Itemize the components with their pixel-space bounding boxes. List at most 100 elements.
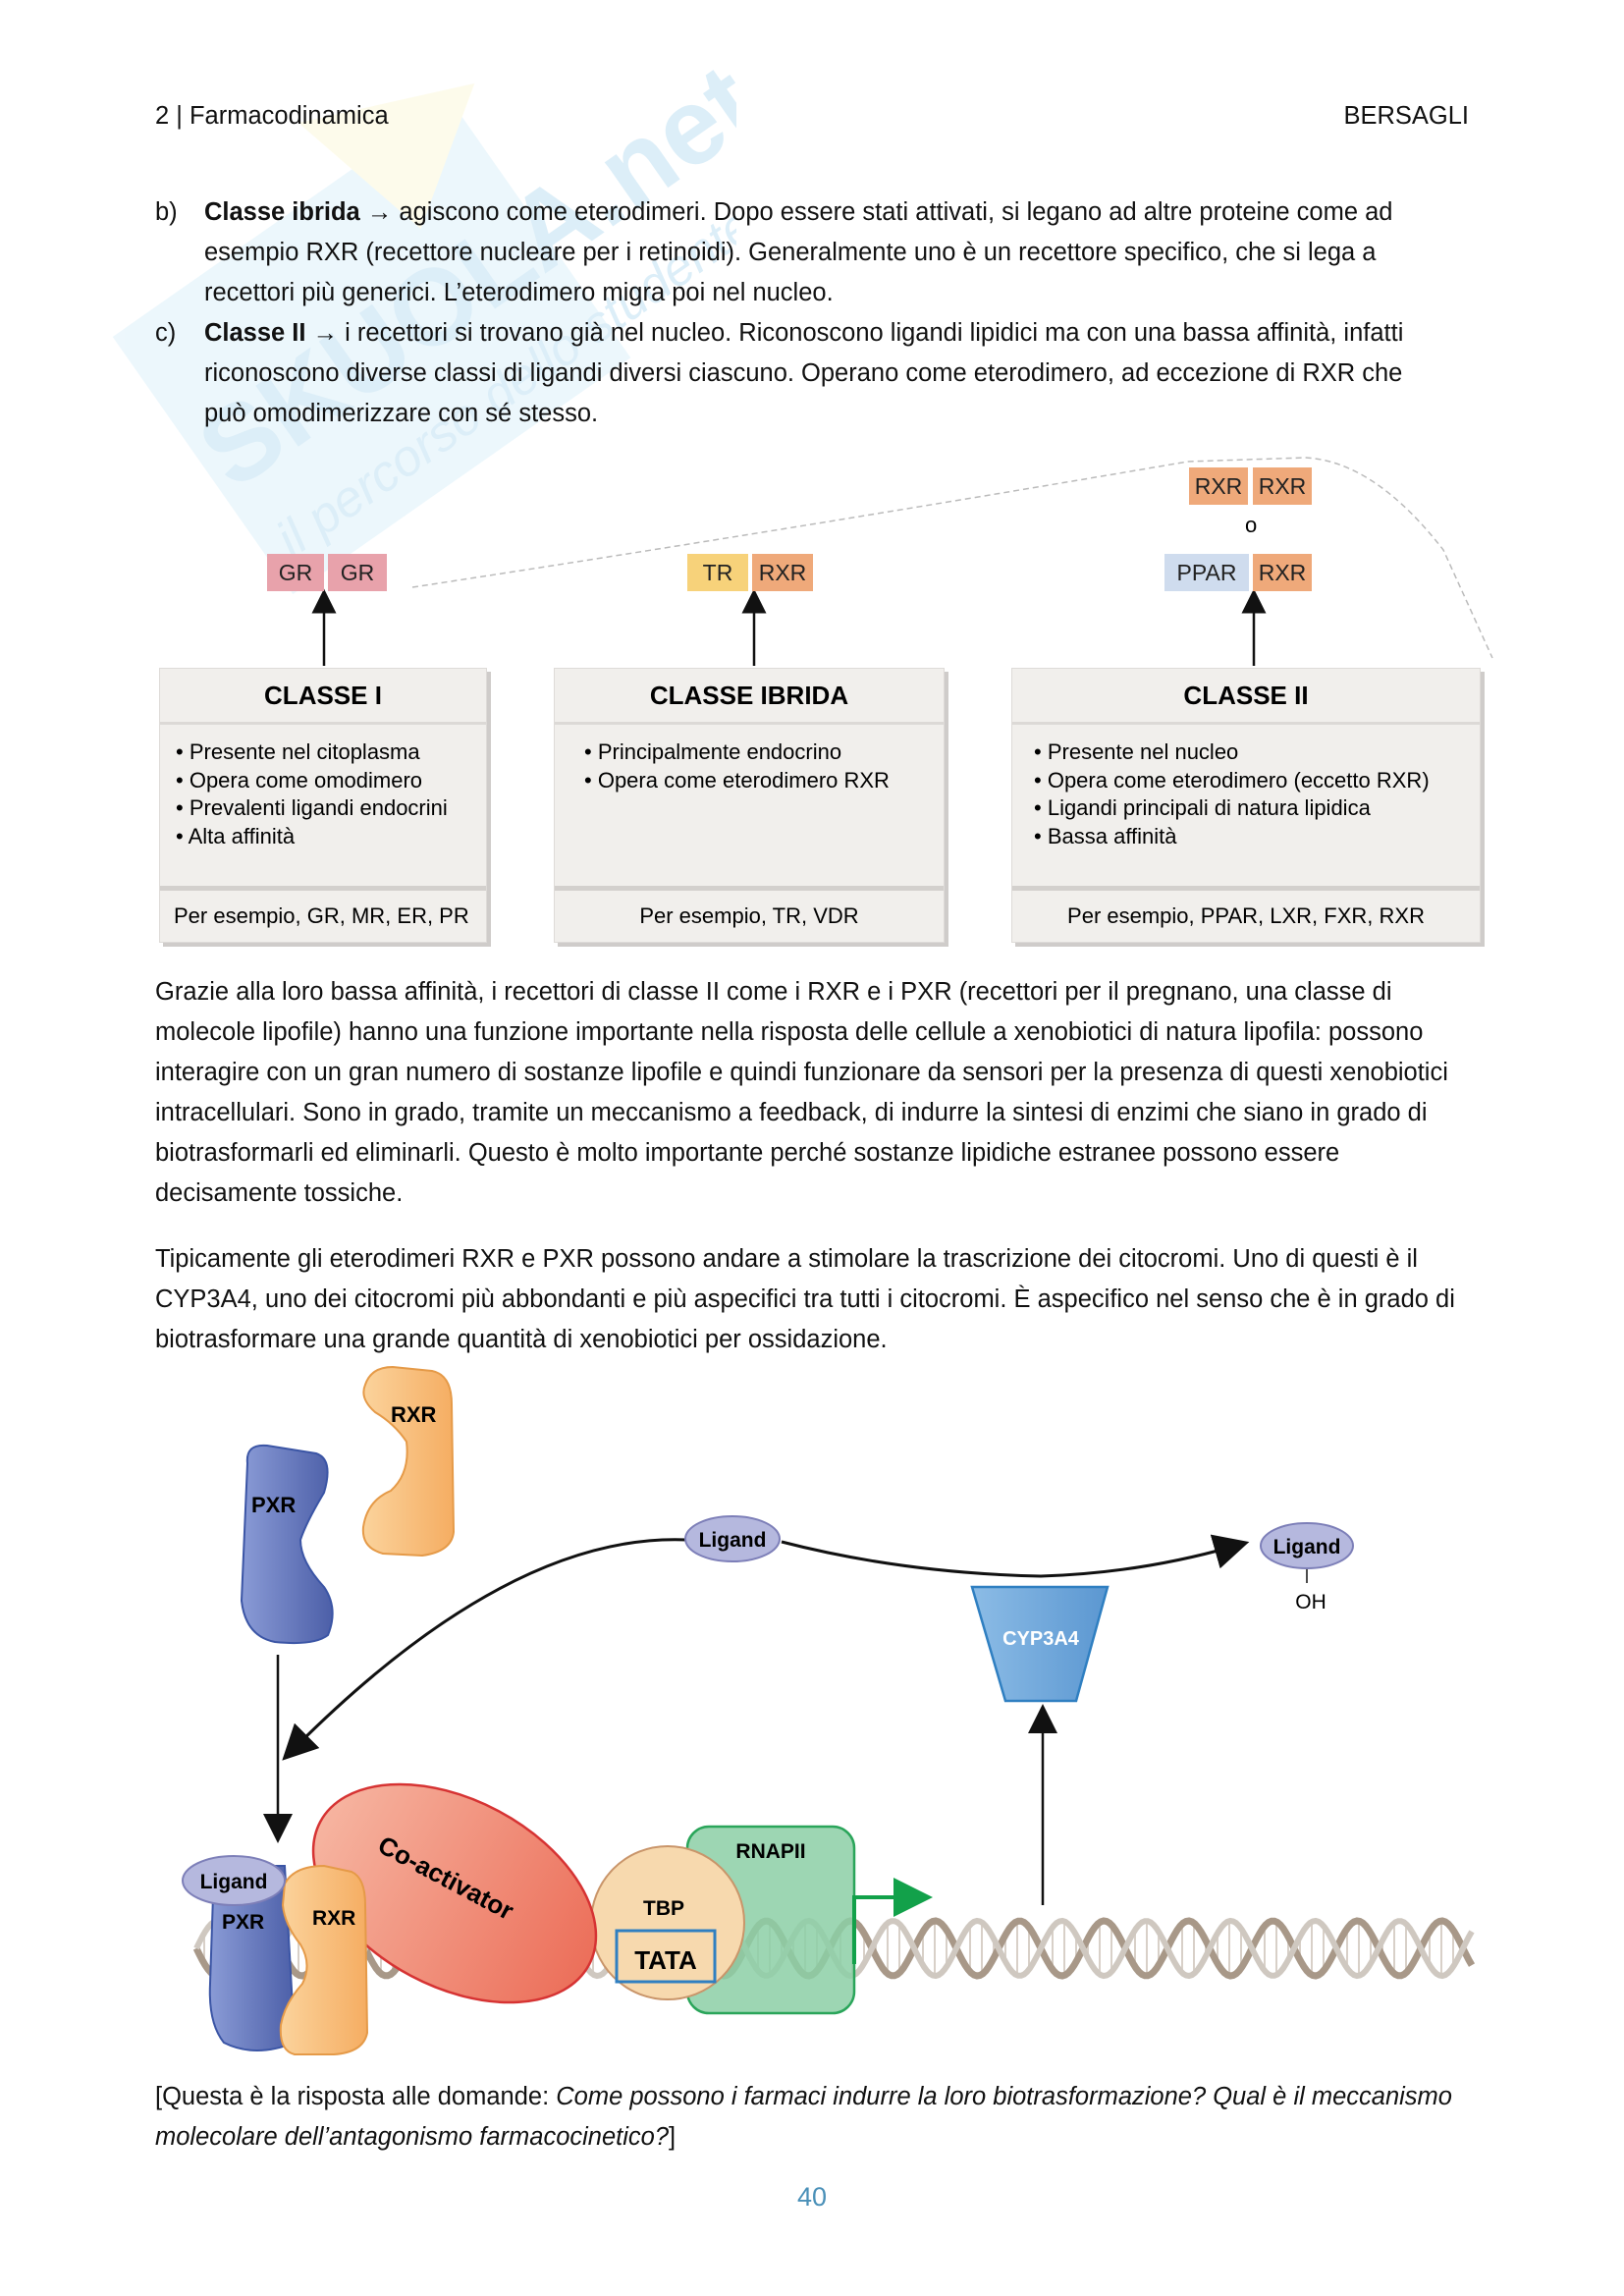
pxr-mechanism-diagram: PXR RXR Ligand Ligand OH CYP3A4 RNAPII T…: [182, 1365, 1476, 2055]
pxr-label: PXR: [251, 1493, 296, 1517]
list-item-text: agiscono come eterodimeri. Dopo essere s…: [392, 198, 1393, 226]
class-card-classe-ibrida: CLASSE IBRIDA • Principalmente endocrino…: [554, 668, 945, 943]
pxr-protein-free: [240, 1444, 334, 1645]
bullet-icon: •: [1034, 739, 1042, 764]
bullet-icon: •: [176, 767, 184, 793]
arrow-icon: →: [366, 198, 393, 226]
ligand-oh-label: Ligand: [1273, 1536, 1341, 1558]
running-header-section: BERSAGLI: [1343, 102, 1469, 130]
rxr-protein-free: [361, 1365, 456, 1558]
list-item-text: i recettori si trovano già nel nucleo. R…: [338, 319, 1404, 347]
bullet-text: Presente nel nucleo: [1047, 739, 1239, 764]
bullet-icon: •: [176, 739, 184, 764]
bullet-item: • Prevalenti ligandi endocrini: [176, 794, 470, 823]
or-label: o: [1245, 513, 1258, 537]
bound-rxr-label: RXR: [312, 1907, 355, 1930]
cyp3a4-enzyme: [970, 1585, 1110, 1703]
bullet-item: • Principalmente endocrino: [584, 738, 928, 767]
bullet-item: • Alta affinità: [176, 823, 470, 851]
bullet-text: Opera come eterodimero RXR: [597, 767, 890, 793]
dimer-chip: RXR: [1253, 467, 1312, 505]
list-item-line: Classe ibrida → agiscono come eterodimer…: [204, 192, 1481, 233]
class-card-title: CLASSE II: [1012, 669, 1480, 725]
paragraph-classe-ii-xenobiotici: Grazie alla loro bassa affinità, i recet…: [155, 978, 1448, 1207]
list-item-line: esempio RXR (recettore nucleare per i re…: [204, 239, 1377, 266]
dimer-chip: GR: [328, 554, 387, 591]
bullet-item: • Presente nel nucleo: [1034, 738, 1464, 767]
bound-ligand-molecule: [182, 1855, 286, 1906]
cyp3a4-label: CYP3A4: [1002, 1628, 1080, 1650]
tbp-protein: [590, 1845, 745, 2000]
dimer-chip: RXR: [1189, 467, 1248, 505]
class-card-title: CLASSE IBRIDA: [555, 669, 944, 725]
arrow-ligand-entry: [282, 1538, 688, 1761]
list-item-line: recettori più generici. L’eterodimero mi…: [204, 279, 834, 306]
list-item-title: Classe ibrida: [204, 198, 360, 226]
bullet-text: Opera come eterodimero (eccetto RXR): [1047, 767, 1430, 793]
coactivator-protein: [311, 1782, 598, 2004]
bullet-icon: •: [1034, 795, 1042, 820]
bullet-text: Presente nel citoplasma: [189, 739, 420, 764]
dimer-chip: PPAR: [1164, 554, 1249, 591]
paragraph-cyp3a4: Tipicamente gli eterodimeri RXR e PXR po…: [155, 1245, 1455, 1353]
class-card-bullets: • Presente nel citoplasma • Opera come o…: [160, 725, 486, 870]
ligand-label: Ligand: [699, 1529, 767, 1552]
rxr-protein-bound: [279, 1864, 369, 2055]
dimer-chip: TR: [687, 554, 748, 591]
closing-questions: Come possono i farmaci indurre la loro b…: [155, 2083, 1452, 2151]
dimer-chip: RXR: [752, 554, 813, 591]
bullet-item: • Bassa affinità: [1034, 823, 1464, 851]
class-card-example: Per esempio, GR, MR, ER, PR: [160, 886, 486, 942]
page-number: 40: [796, 2182, 828, 2212]
bullet-text: Opera come omodimero: [189, 767, 423, 793]
closing-suffix: ]: [669, 2123, 677, 2151]
closing-prefix: [Questa è la risposta alle domande:: [155, 2083, 557, 2110]
ligand-oh-molecule: [1260, 1522, 1354, 1569]
class-card-title: CLASSE I: [160, 669, 486, 725]
class-card-example: Per esempio, PPAR, LXR, FXR, RXR: [1012, 886, 1480, 942]
list-item-line: Classe II → i recettori si trovano già n…: [204, 313, 1481, 354]
dashed-outline: [411, 457, 1493, 659]
bound-pxr-label: PXR: [222, 1911, 264, 1934]
tbp-label: TBP: [643, 1897, 684, 1920]
list-marker: c): [155, 319, 177, 347]
bullet-text: Alta affinità: [188, 823, 296, 848]
bullet-text: Prevalenti ligandi endocrini: [189, 795, 448, 820]
class-card-bullets: • Principalmente endocrino • Opera come …: [555, 725, 944, 870]
list-marker: b): [155, 198, 178, 226]
bullet-text: Ligandi principali di natura lipidica: [1047, 795, 1371, 820]
bullet-icon: •: [1034, 767, 1042, 793]
dimer-chip: GR: [267, 554, 324, 591]
ligand-molecule: [684, 1515, 781, 1562]
bullet-item: • Opera come eterodimero RXR: [584, 767, 928, 795]
oh-label: OH: [1295, 1591, 1326, 1613]
bullet-item: • Ligandi principali di natura lipidica: [1034, 794, 1464, 823]
rxr-label: RXR: [391, 1402, 437, 1427]
bullet-item: • Opera come eterodimero (eccetto RXR): [1034, 767, 1464, 795]
tata-label: TATA: [634, 1945, 697, 1975]
class-card-classe-i: CLASSE I • Presente nel citoplasma • Ope…: [159, 668, 487, 943]
closing-note: [Questa è la risposta alle domande: Come…: [155, 2077, 1483, 2158]
bullet-icon: •: [1034, 823, 1042, 848]
bullet-item: • Opera come omodimero: [176, 767, 470, 795]
arrow-ligand-metabolism: [781, 1534, 1250, 1578]
list-item-title: Classe II: [204, 319, 306, 347]
class-list: b) Classe ibrida → agiscono come eterodi…: [155, 192, 1481, 434]
bullet-item: • Presente nel citoplasma: [176, 738, 470, 767]
list-item-line: riconoscono diverse classi di ligandi di…: [204, 359, 1403, 387]
bullet-text: Principalmente endocrino: [597, 739, 842, 764]
class-card-classe-ii: CLASSE II • Presente nel nucleo • Opera …: [1011, 668, 1481, 943]
bullet-icon: •: [584, 767, 592, 793]
arrow-icon: →: [312, 319, 339, 347]
tata-box: [615, 1929, 717, 1984]
list-item-classe-ii: c) Classe II → i recettori si trovano gi…: [155, 313, 1481, 434]
class-card-example: Per esempio, TR, VDR: [555, 886, 944, 942]
bound-ligand-label: Ligand: [200, 1871, 268, 1893]
running-header-chapter: 2 | Farmacodinamica: [155, 102, 389, 130]
bullet-icon: •: [584, 739, 592, 764]
bullet-icon: •: [176, 795, 184, 820]
class-diagram-arrows: [311, 457, 1493, 666]
dimer-chip: RXR: [1253, 554, 1312, 591]
class-card-bullets: • Presente nel nucleo • Opera come etero…: [1012, 725, 1480, 870]
